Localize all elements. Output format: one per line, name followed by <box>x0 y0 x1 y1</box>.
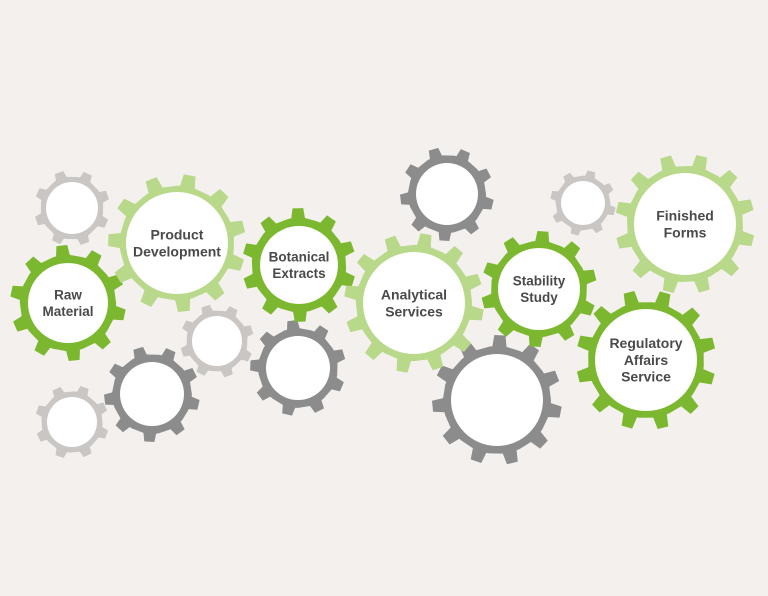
gear-hub <box>260 226 338 304</box>
gear-hub <box>634 173 736 275</box>
decorative-gear-icon <box>432 335 562 465</box>
gear-hub <box>266 336 330 400</box>
gear-label: Development <box>133 243 221 259</box>
gear-hub <box>120 362 184 426</box>
gear-label: Service <box>621 369 671 385</box>
decorative-gear-icon <box>550 170 616 236</box>
decorative-gear-icon <box>35 385 109 459</box>
gear-label: Botanical <box>269 250 330 265</box>
gear-label: Extracts <box>272 266 325 281</box>
gear-hub <box>28 263 108 343</box>
gear-hub <box>47 397 97 447</box>
gear-label: Raw <box>54 288 82 303</box>
decorative-gear-icon <box>35 171 109 245</box>
gear-hub <box>46 182 98 234</box>
gear-label: Product <box>151 227 204 243</box>
decorative-gear-icon <box>400 147 494 241</box>
gear-label: Finished <box>656 208 714 224</box>
gear-hub <box>416 163 478 225</box>
gear-hub <box>126 192 228 294</box>
gear-label: Study <box>520 290 558 305</box>
gear-label: Regulatory <box>609 335 682 351</box>
gear-hub <box>192 316 242 366</box>
gear-label: Services <box>385 303 443 319</box>
gear-label: Material <box>42 304 93 319</box>
decorative-gear-icon <box>104 346 200 442</box>
gear-label: Analytical <box>381 287 447 303</box>
gear-label: Stability <box>513 274 566 289</box>
gear-hub <box>363 252 465 354</box>
gear-hub <box>451 354 543 446</box>
gear-hub <box>595 309 697 411</box>
decorative-gear-icon <box>180 304 254 378</box>
gear-hub <box>561 181 605 225</box>
gear-label: Affairs <box>624 352 669 368</box>
gear-label: Forms <box>664 224 707 240</box>
decorative-gear-icon <box>250 320 346 416</box>
gear-hub <box>498 248 580 330</box>
